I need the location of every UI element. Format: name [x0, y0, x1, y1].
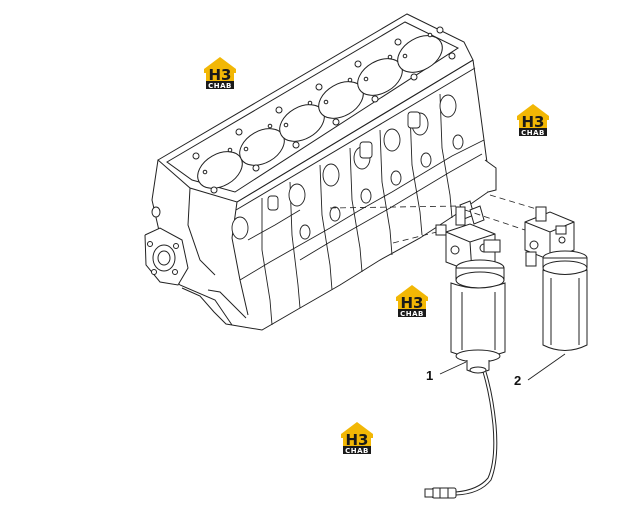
- svg-text:CHAB: CHAB: [345, 447, 369, 455]
- svg-text:CHAB: CHAB: [521, 129, 545, 137]
- callout-leaders: [439, 353, 566, 381]
- watermark-logo-1: H3 CHAB: [204, 57, 236, 90]
- svg-text:CHAB: CHAB: [400, 310, 424, 318]
- callout-2: 2: [514, 373, 521, 388]
- svg-text:H3: H3: [209, 66, 232, 84]
- watermark-logo-4: H3 CHAB: [341, 422, 373, 455]
- callout-1: 1: [426, 368, 433, 383]
- svg-text:H3: H3: [522, 113, 545, 131]
- engine-block: [144, 13, 497, 331]
- watermark-logo-3: H3 CHAB: [396, 285, 428, 318]
- svg-text:H3: H3: [346, 431, 369, 449]
- watermark-logo-2: H3 CHAB: [517, 104, 549, 137]
- fuel-filter-1: [424, 206, 506, 499]
- svg-text:H3: H3: [401, 294, 424, 312]
- svg-text:CHAB: CHAB: [208, 82, 232, 90]
- fuel-filter-2: [524, 206, 588, 351]
- mounting-leader-lines: [329, 194, 541, 244]
